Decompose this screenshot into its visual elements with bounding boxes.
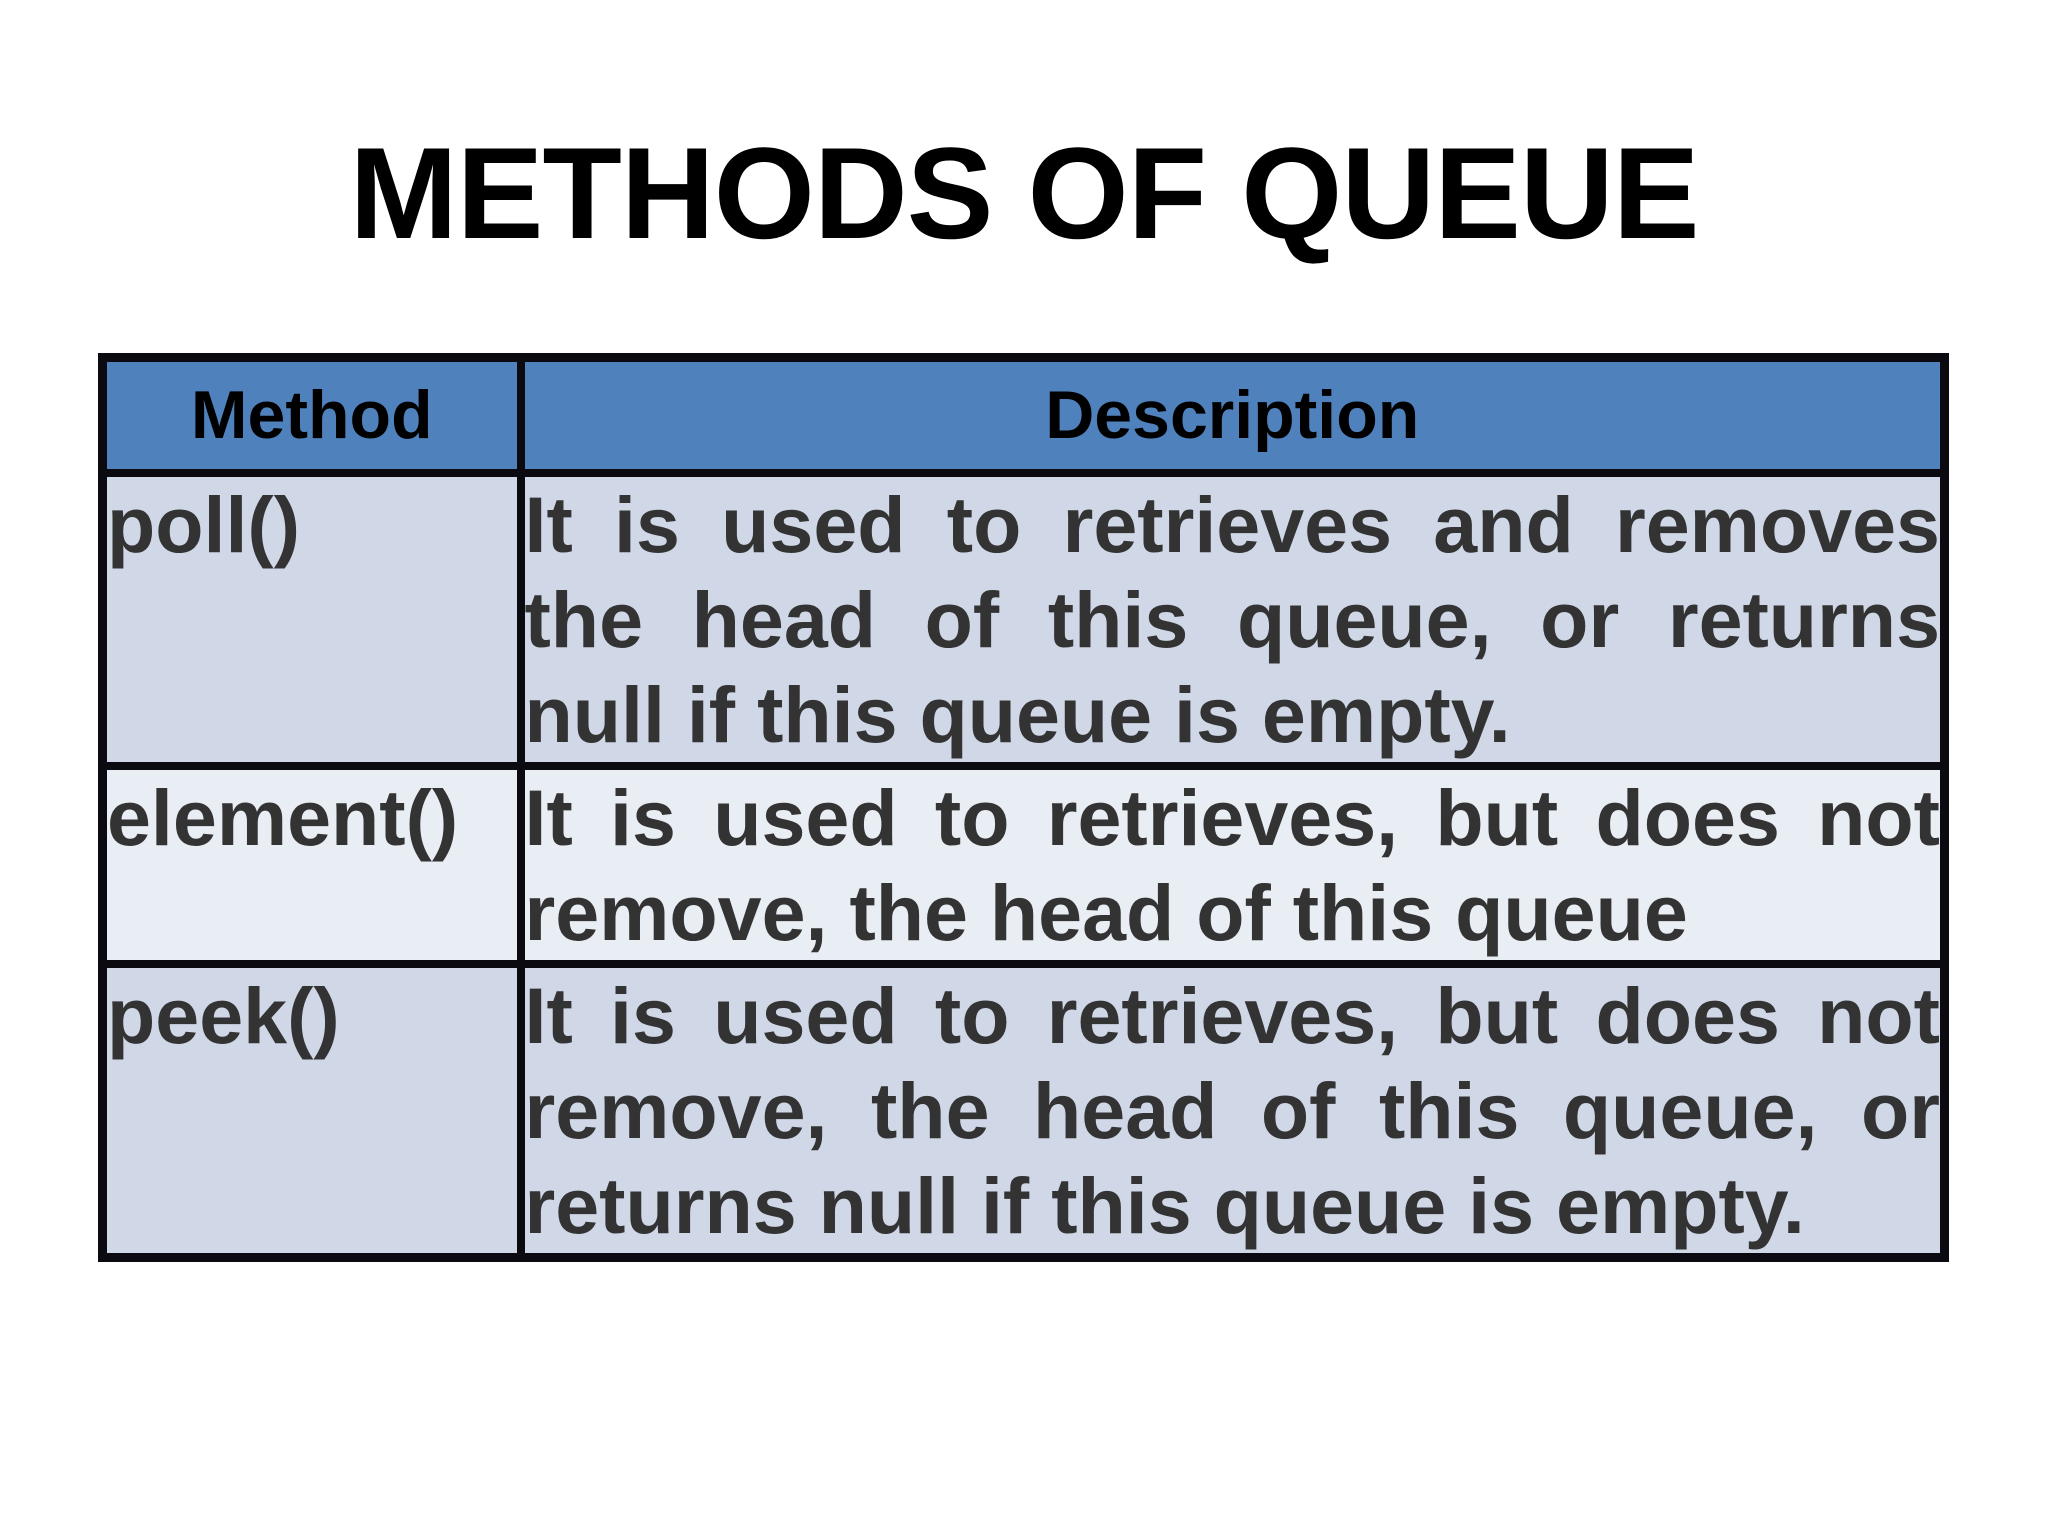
table-row: peek() It is used to retrieves, but does… bbox=[98, 960, 1949, 1262]
header-method: Method bbox=[98, 353, 525, 477]
header-description: Description bbox=[516, 353, 1949, 477]
method-name: element() bbox=[98, 762, 525, 968]
table-row: poll() It is used to retrieves and remov… bbox=[98, 469, 1949, 770]
method-description: It is used to retrieves, but does not re… bbox=[516, 762, 1949, 968]
table-header-row: Method Description bbox=[98, 353, 1949, 477]
method-description: It is used to retrieves, but does not re… bbox=[516, 960, 1949, 1262]
table-row: element() It is used to retrieves, but d… bbox=[98, 762, 1949, 968]
method-name: poll() bbox=[98, 469, 525, 770]
methods-table: Method Description poll() It is used to … bbox=[98, 353, 1949, 1262]
slide-title: METHODS OF QUEUE bbox=[349, 120, 1699, 266]
method-description: It is used to retrieves and removes the … bbox=[516, 469, 1949, 770]
method-name: peek() bbox=[98, 960, 525, 1262]
